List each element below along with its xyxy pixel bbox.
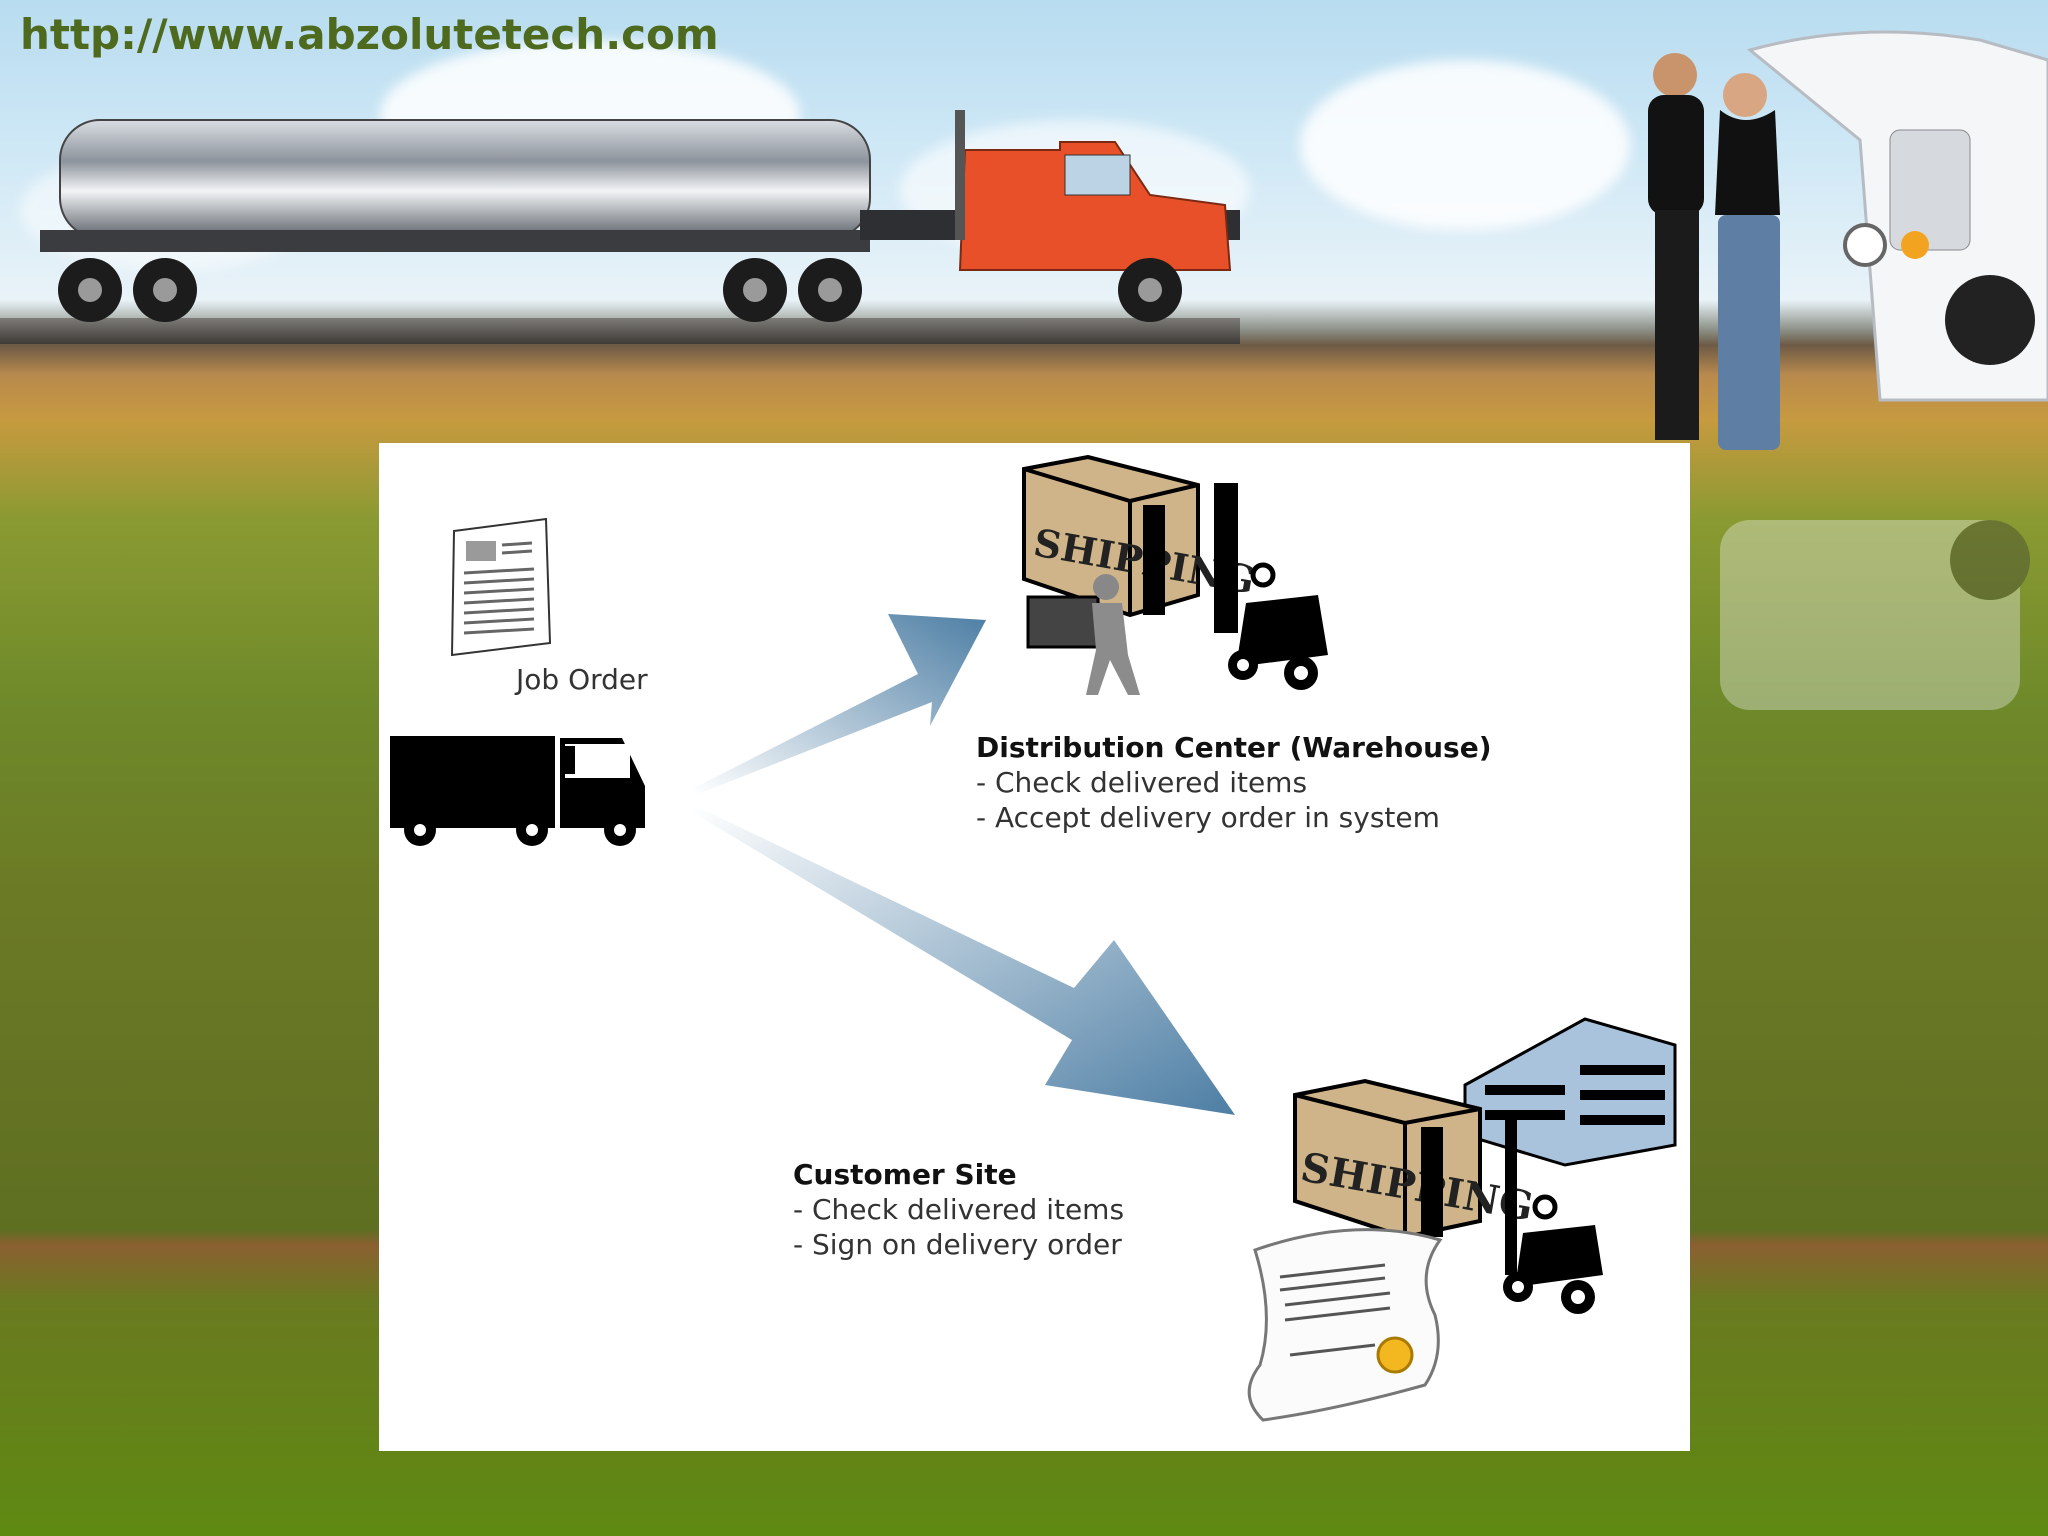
customer-step: - Check delivered items <box>793 1193 1125 1226</box>
customer-step: - Sign on delivery order <box>793 1228 1122 1261</box>
warehouse-step: - Accept delivery order in system <box>976 801 1440 834</box>
website-url[interactable]: http://www.abzolutetech.com <box>20 10 719 59</box>
flow-arrows <box>692 614 1235 1115</box>
cloud <box>1300 60 1630 230</box>
customer-site-description: Customer Site - Check delivered items - … <box>793 1157 1124 1262</box>
customer-site-title: Customer Site <box>793 1158 1017 1191</box>
truck-reflection-image <box>1720 520 2030 710</box>
job-order-document-icon <box>450 517 552 657</box>
warehouse-illustration: SHIPPING <box>1022 455 1328 695</box>
arrow-to-warehouse <box>694 614 986 794</box>
warehouse-title: Distribution Center (Warehouse) <box>976 731 1492 764</box>
customer-site-illustration: SHIPPING <box>1247 1017 1677 1422</box>
job-order-label: Job Order <box>516 663 648 696</box>
warehouse-step: - Check delivered items <box>976 766 1308 799</box>
tanker-truck-image <box>40 110 1240 322</box>
warehouse-description: Distribution Center (Warehouse) - Check … <box>976 730 1492 835</box>
delivery-truck-icon <box>390 736 645 846</box>
drivers-and-truck-image <box>1648 30 2048 450</box>
road <box>0 318 1240 344</box>
arrow-to-customer <box>692 806 1235 1115</box>
